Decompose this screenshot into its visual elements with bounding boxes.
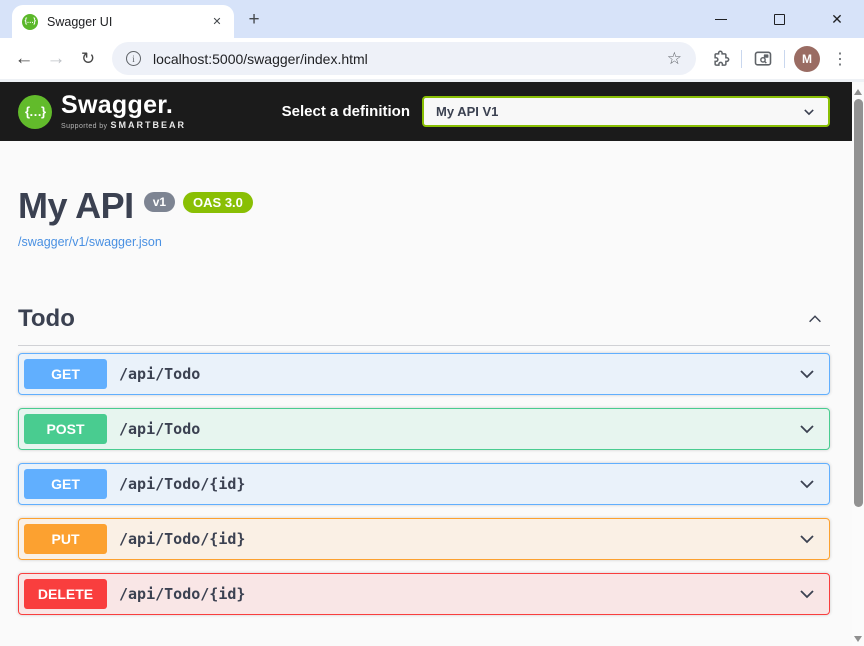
endpoint-path: /api/Todo/{id} (119, 475, 246, 493)
api-info: My API v1 OAS 3.0 (18, 188, 830, 224)
endpoint-path: /api/Todo/{id} (119, 530, 246, 548)
method-badge: GET (24, 359, 107, 389)
tag-section-title: Todo (18, 305, 75, 332)
minimize-button[interactable] (708, 6, 734, 32)
reload-button[interactable]: ↻ (80, 48, 96, 68)
swagger-logo-icon: {…} (18, 94, 52, 129)
expand-endpoint-button[interactable] (797, 419, 817, 439)
back-button[interactable]: ← (14, 47, 34, 69)
browser-menu-button[interactable]: ⋮ (832, 50, 848, 68)
expand-endpoint-button[interactable] (797, 474, 817, 494)
scrollbar-thumb[interactable] (853, 99, 863, 507)
spec-json-link[interactable]: /swagger/v1/swagger.json (18, 235, 162, 249)
endpoint-path: /api/Todo (119, 420, 201, 438)
page-scrollbar[interactable] (852, 85, 864, 646)
oas-version-badge: OAS 3.0 (183, 192, 253, 213)
profile-avatar[interactable]: M (794, 45, 820, 72)
endpoint-row[interactable]: GET /api/Todo (18, 353, 830, 395)
endpoint-row[interactable]: PUT /api/Todo/{id} (18, 518, 830, 560)
api-title: My API (18, 185, 134, 226)
browser-tab[interactable]: {…} Swagger UI ✕ (12, 5, 234, 38)
method-badge: PUT (24, 524, 107, 554)
extensions-button[interactable] (704, 43, 736, 75)
bookmark-star-icon[interactable]: ☆ (666, 48, 682, 68)
method-badge: DELETE (24, 579, 107, 609)
window-controls: ✕ (708, 0, 850, 38)
smartbear-wordmark: SMARTBEAR (110, 120, 186, 130)
tag-section-header[interactable]: Todo (18, 304, 830, 334)
url-text[interactable]: localhost:5000/swagger/index.html (153, 50, 368, 67)
definition-select[interactable]: My API V1 (422, 96, 830, 127)
select-definition-label: Select a definition (281, 103, 410, 120)
endpoint-list: GET /api/Todo POST /api/Todo GET /api/To… (18, 353, 830, 615)
swagger-wordmark: Swagger. (61, 91, 174, 119)
puzzle-icon (713, 50, 729, 66)
endpoint-row[interactable]: POST /api/Todo (18, 408, 830, 450)
expand-endpoint-button[interactable] (797, 364, 817, 384)
selected-definition: My API V1 (436, 104, 499, 119)
site-info-icon[interactable]: i (126, 51, 141, 66)
address-bar[interactable]: i localhost:5000/swagger/index.html ☆ (112, 42, 696, 75)
side-panel-search-icon (754, 51, 772, 66)
chevron-down-icon (800, 590, 814, 599)
chevron-down-icon (800, 480, 814, 489)
endpoint-path: /api/Todo (119, 365, 201, 383)
endpoint-row[interactable]: GET /api/Todo/{id} (18, 463, 830, 505)
scroll-up-arrow-icon[interactable] (854, 89, 862, 95)
expand-endpoint-button[interactable] (797, 584, 817, 604)
definition-select-group: Select a definition My API V1 (282, 96, 830, 127)
toolbar-separator (784, 49, 785, 68)
collapse-section-button[interactable] (800, 304, 830, 334)
chevron-down-icon (800, 535, 814, 544)
new-tab-button[interactable]: + (248, 9, 260, 30)
chevron-up-icon (809, 315, 821, 323)
section-divider (18, 345, 830, 346)
swagger-favicon-icon: {…} (22, 13, 38, 30)
tab-close-icon[interactable]: ✕ (212, 16, 222, 28)
method-badge: POST (24, 414, 107, 444)
minimize-icon (715, 18, 727, 20)
swagger-content: My API v1 OAS 3.0 /swagger/v1/swagger.js… (0, 141, 852, 615)
toolbar-separator (741, 49, 742, 68)
browser-toolbar: ← → ↻ i localhost:5000/swagger/index.htm… (0, 38, 864, 82)
close-button[interactable]: ✕ (831, 10, 843, 27)
chevron-down-icon (800, 425, 814, 434)
chevron-down-icon (800, 370, 814, 379)
endpoint-row[interactable]: DELETE /api/Todo/{id} (18, 573, 830, 615)
tab-title: Swagger UI (47, 14, 113, 29)
api-version-badge: v1 (143, 192, 176, 212)
maximize-button[interactable] (766, 6, 792, 32)
forward-button[interactable]: → (46, 47, 66, 69)
expand-endpoint-button[interactable] (797, 529, 817, 549)
maximize-icon (773, 13, 785, 25)
scroll-down-arrow-icon[interactable] (854, 636, 862, 642)
chevron-down-icon (804, 108, 814, 115)
browser-titlebar: {…} Swagger UI ✕ + ✕ (0, 0, 864, 38)
endpoint-path: /api/Todo/{id} (119, 585, 246, 603)
side-panel-search-button[interactable] (747, 43, 779, 75)
method-badge: GET (24, 469, 107, 499)
